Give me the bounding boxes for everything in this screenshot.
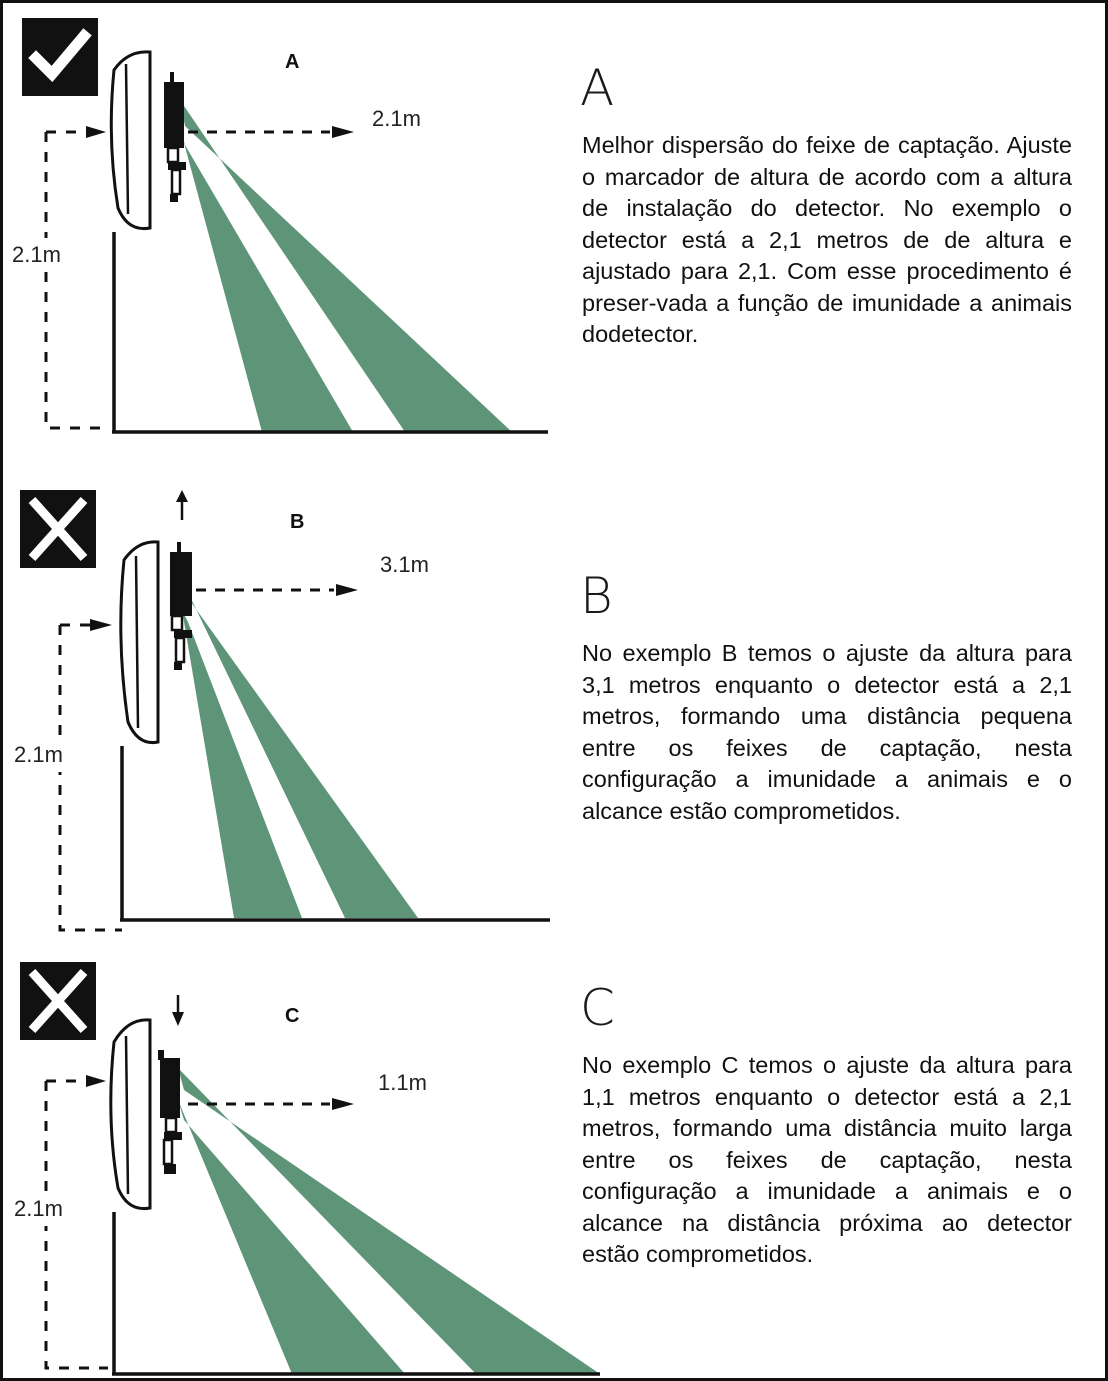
section-text: No exemplo C temos o ajuste da altura pa… [582,1052,1072,1267]
panel-c-diagram: 1.1m C 2.1m [10,962,600,1376]
panel-letter: A [285,51,299,73]
detector-housing [109,1018,152,1211]
description-a: A Melhor dispersão do feixe de captação.… [580,59,1072,351]
height-setting-label: 2.1m [372,106,421,131]
section-text: Melhor dispersão do feixe de captação. A… [582,132,1072,347]
cross-badge-icon [20,962,96,1040]
cross-badge-icon [20,490,96,568]
section-letter: B [580,567,613,625]
arrow-up-icon [176,490,188,520]
section-text: No exemplo B temos o ajuste da altura pa… [582,640,1072,824]
section-letter: C [580,979,615,1037]
detector-housing [119,540,160,745]
panel-letter: B [290,511,304,533]
beam-near [178,1100,405,1374]
height-setting-label: 1.1m [378,1070,427,1095]
panel-a-diagram: 2.1m A 2.1m [10,18,548,434]
arrow-head-icon [332,1098,354,1110]
detector-board [158,1050,182,1174]
detector-board [170,542,192,670]
install-height-label: 2.1m [14,742,63,767]
arrow-head-icon [332,126,354,138]
arrow-head-icon [86,126,106,138]
detector-board [164,72,186,202]
arrow-down-icon [172,995,184,1026]
description-c: C No exemplo C temos o ajuste da altura … [580,979,1072,1271]
beam-near [180,128,353,432]
panel-letter: C [285,1005,299,1027]
install-height-label: 2.1m [14,1196,63,1221]
description-b: B No exemplo B temos o ajuste da altura … [580,567,1072,827]
panel-b-diagram: 3.1m B 2.1m [10,490,550,932]
arrow-head-icon [90,619,112,631]
arrow-head-icon [336,584,358,596]
detector-housing [109,50,152,231]
arrow-head-icon [86,1075,106,1087]
section-letter: A [580,59,615,117]
beam-near [182,610,302,918]
height-setting-label: 3.1m [380,552,429,577]
install-height-label: 2.1m [12,242,61,267]
check-badge-icon [22,18,98,96]
